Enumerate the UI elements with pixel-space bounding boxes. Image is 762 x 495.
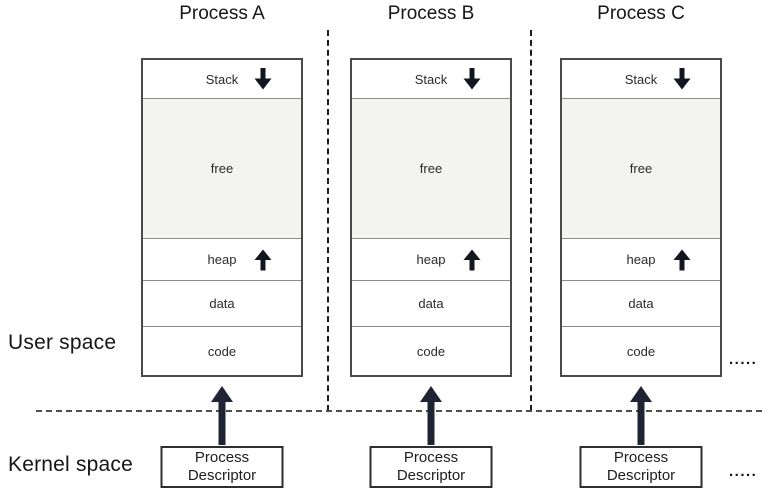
data-label: data	[209, 296, 235, 311]
data-segment: data	[352, 280, 510, 326]
free-region-texture	[562, 99, 720, 238]
free-label: free	[419, 161, 443, 176]
code-label: code	[626, 343, 656, 359]
descriptor-label-line1: Process	[403, 449, 459, 466]
free-segment: free	[562, 98, 720, 238]
more-descriptors-ellipsis: .....	[729, 463, 758, 480]
arrow-down-icon	[673, 68, 691, 90]
descriptor-label-line2: Descriptor	[396, 467, 466, 484]
more-processes-ellipsis: .....	[729, 351, 758, 368]
process-title: Process A	[179, 3, 265, 24]
process-descriptor-box: Process Descriptor	[579, 446, 703, 488]
user-space-label: User space	[8, 331, 117, 354]
descriptor-pointer-arrow-icon	[420, 386, 442, 445]
free-segment: free	[352, 98, 510, 238]
free-label: free	[629, 161, 653, 176]
descriptor-label-line1: Process	[613, 449, 669, 466]
process-column-c: Process C Stack free heap data	[560, 0, 722, 495]
data-segment: data	[143, 280, 301, 326]
process-divider-line	[530, 30, 532, 411]
process-descriptor-box: Process Descriptor	[160, 446, 284, 488]
kernel-space-label: Kernel space	[8, 453, 133, 476]
process-divider-line	[327, 30, 329, 411]
descriptor-label-line2: Descriptor	[606, 467, 676, 484]
stack-label: Stack	[624, 71, 658, 87]
arrow-down-icon	[463, 68, 481, 90]
descriptor-pointer-arrow-icon	[211, 386, 233, 445]
arrow-up-icon	[673, 249, 691, 270]
process-column-a: Process A Stack free heap data	[141, 0, 303, 495]
code-label: code	[207, 343, 237, 359]
user-kernel-boundary-line	[36, 410, 762, 412]
arrow-up-icon	[254, 249, 272, 270]
stack-segment: Stack	[352, 60, 510, 98]
stack-segment: Stack	[143, 60, 301, 98]
arrow-down-icon	[254, 68, 272, 90]
process-title: Process B	[387, 3, 475, 24]
free-label: free	[210, 161, 234, 176]
arrow-up-icon	[463, 249, 481, 270]
free-region-texture	[143, 99, 301, 238]
descriptor-label-line1: Process	[194, 449, 250, 466]
code-segment: code	[352, 326, 510, 375]
process-title: Process C	[597, 3, 685, 24]
code-label: code	[416, 343, 446, 359]
heap-label: heap	[207, 252, 237, 267]
code-segment: code	[562, 326, 720, 375]
descriptor-pointer-arrow-icon	[630, 386, 652, 445]
memory-layout-box: Stack free heap data code	[560, 58, 722, 377]
process-column-b: Process B Stack free heap data	[350, 0, 512, 495]
data-segment: data	[562, 280, 720, 326]
heap-segment: heap	[352, 238, 510, 280]
free-segment: free	[143, 98, 301, 238]
process-descriptor-box: Process Descriptor	[369, 446, 493, 488]
heap-label: heap	[626, 252, 656, 267]
memory-layout-box: Stack free heap data code	[350, 58, 512, 377]
stack-label: Stack	[205, 71, 239, 87]
stack-segment: Stack	[562, 60, 720, 98]
heap-label: heap	[416, 252, 446, 267]
code-segment: code	[143, 326, 301, 375]
memory-layout-box: Stack free heap data code	[141, 58, 303, 377]
heap-segment: heap	[143, 238, 301, 280]
heap-segment: heap	[562, 238, 720, 280]
free-region-texture	[352, 99, 510, 238]
data-label: data	[418, 296, 444, 311]
data-label: data	[628, 296, 654, 311]
stack-label: Stack	[414, 71, 448, 87]
descriptor-label-line2: Descriptor	[187, 467, 257, 484]
